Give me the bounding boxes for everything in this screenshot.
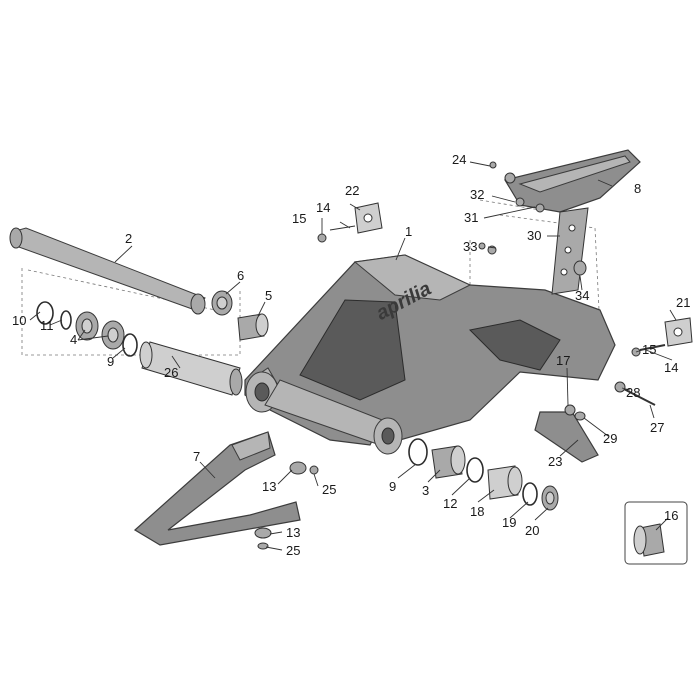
adjuster-blocks bbox=[317, 202, 693, 357]
label-part-33: 33 bbox=[463, 239, 477, 254]
bushing-set bbox=[211, 290, 269, 341]
label-part-22: 22 bbox=[345, 183, 359, 198]
spacer-tube bbox=[139, 341, 243, 396]
label-part-3: 3 bbox=[422, 483, 429, 498]
label-part-31: 31 bbox=[464, 210, 478, 225]
label-part-18: 18 bbox=[470, 504, 484, 519]
label-part-12: 12 bbox=[443, 496, 457, 511]
label-part-10: 10 bbox=[12, 313, 26, 328]
label-part-9-right: 9 bbox=[389, 479, 396, 494]
inset-box bbox=[624, 501, 688, 565]
label-part-15-right: 15 bbox=[642, 342, 656, 357]
right-bearing-cluster bbox=[408, 438, 559, 511]
chain-guard bbox=[504, 149, 641, 213]
label-part-32: 32 bbox=[470, 187, 484, 202]
guard-bracket bbox=[551, 207, 589, 295]
label-part-7: 7 bbox=[193, 449, 200, 464]
label-part-1: 1 bbox=[405, 224, 412, 239]
label-part-6: 6 bbox=[237, 268, 244, 283]
label-part-9-left: 9 bbox=[107, 354, 114, 369]
label-part-25-lower: 25 bbox=[286, 543, 300, 558]
label-part-16: 16 bbox=[664, 508, 678, 523]
label-part-27: 27 bbox=[650, 420, 664, 435]
label-part-15-left: 15 bbox=[292, 211, 306, 226]
label-part-13-lower: 13 bbox=[286, 525, 300, 540]
label-part-34: 34 bbox=[575, 288, 589, 303]
label-part-20: 20 bbox=[525, 523, 539, 538]
label-part-19: 19 bbox=[502, 515, 516, 530]
label-part-29: 29 bbox=[603, 431, 617, 446]
label-part-21: 21 bbox=[676, 295, 690, 310]
label-part-26: 26 bbox=[164, 365, 178, 380]
pivot-shaft bbox=[9, 227, 206, 315]
label-part-30: 30 bbox=[527, 228, 541, 243]
label-part-2: 2 bbox=[125, 231, 132, 246]
chain-guide bbox=[133, 431, 319, 550]
lower-bracket bbox=[534, 381, 656, 463]
label-part-24: 24 bbox=[452, 152, 466, 167]
label-part-5: 5 bbox=[265, 288, 272, 303]
label-part-14-right: 14 bbox=[664, 360, 678, 375]
label-part-14-left: 14 bbox=[316, 200, 330, 215]
part-number-labels: 2 6 5 1 10 11 4 9 26 7 13 25 13 25 22 15… bbox=[12, 152, 690, 558]
label-part-17: 17 bbox=[556, 353, 570, 368]
label-part-23: 23 bbox=[548, 454, 562, 469]
label-part-28: 28 bbox=[626, 385, 640, 400]
label-part-8: 8 bbox=[634, 181, 641, 196]
swingarm-body: aprilia bbox=[244, 254, 616, 455]
left-bearing-cluster bbox=[36, 301, 138, 357]
label-part-11: 11 bbox=[40, 318, 54, 333]
label-part-4: 4 bbox=[70, 332, 77, 347]
label-part-25-upper: 25 bbox=[322, 482, 336, 497]
leader-lines bbox=[29, 161, 677, 551]
label-part-13-upper: 13 bbox=[262, 479, 276, 494]
